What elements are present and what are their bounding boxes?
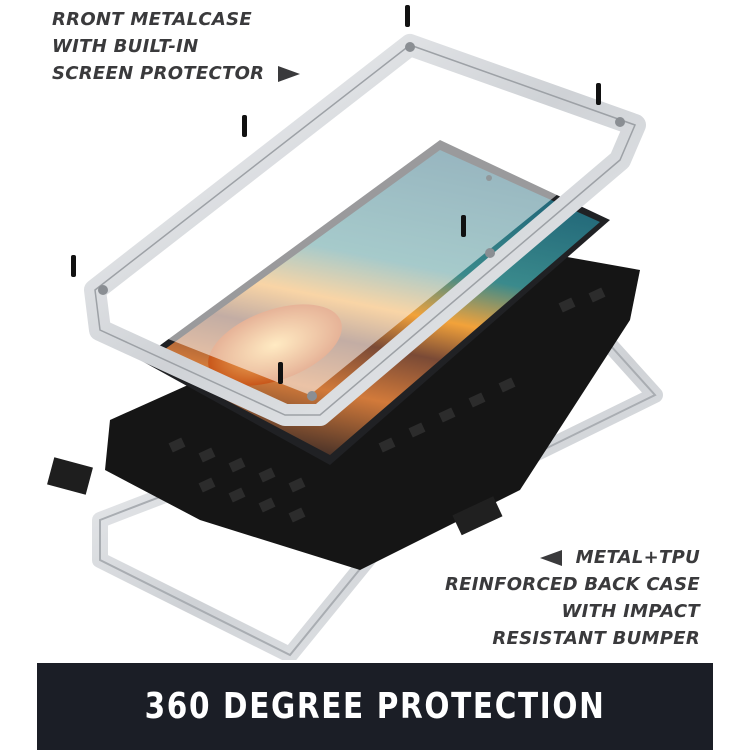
screws bbox=[71, 5, 601, 384]
front-caption-line-3: SCREEN PROTECTOR bbox=[52, 60, 301, 87]
back-caption-line-2: REINFORCED BACK CASE bbox=[444, 574, 700, 595]
back-caption-line-1: METAL+TPU bbox=[445, 544, 700, 571]
back-caption-line-4: RESISTANT BUMPER bbox=[492, 628, 700, 649]
front-case-caption: RRONT METALCASE WITH BUILT-IN SCREEN PRO… bbox=[52, 6, 301, 87]
front-metal-frame bbox=[84, 34, 646, 426]
back-caption-line-3: WITH IMPACT bbox=[561, 601, 700, 622]
protection-banner: 360 DEGREE PROTECTION bbox=[37, 663, 713, 750]
arrow-left-icon bbox=[539, 550, 562, 566]
banner-title: 360 DEGREE PROTECTION bbox=[144, 686, 606, 727]
arrow-right-icon bbox=[278, 66, 301, 82]
front-caption-line-1: RRONT METALCASE bbox=[52, 9, 253, 30]
front-caption-line-2: WITH BUILT-IN bbox=[52, 36, 199, 57]
back-case-caption: METAL+TPU REINFORCED BACK CASE WITH IMPA… bbox=[445, 544, 700, 652]
exploded-phone-case-illustration bbox=[47, 5, 663, 660]
